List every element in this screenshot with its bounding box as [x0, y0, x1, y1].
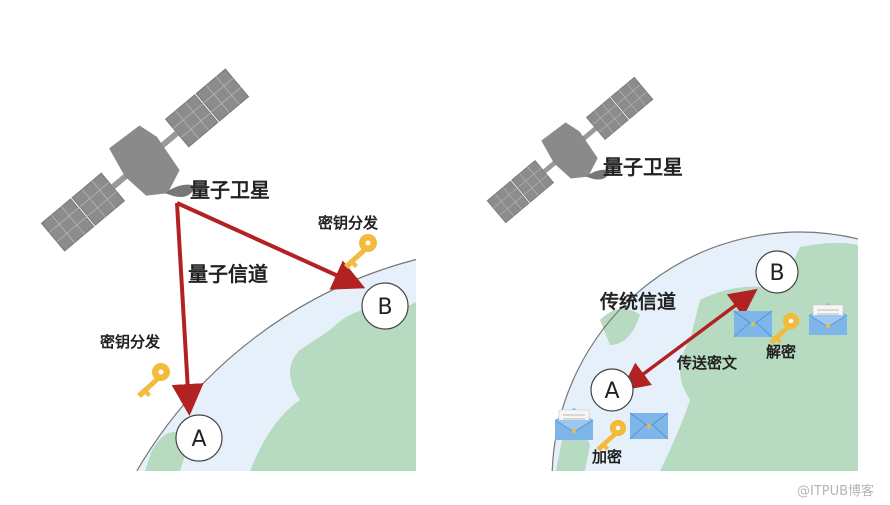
envelope-icon: [629, 412, 669, 440]
quantum-arrow-to-a: [171, 202, 204, 416]
key-icon: [344, 234, 377, 269]
right-panel: 量子卫星 传统信道 传送密文 A B 加密 解密: [479, 68, 859, 472]
open-envelope-icon: [808, 302, 848, 336]
quantum-channel-label: 量子信道: [188, 262, 268, 286]
key-distribution-label-b: 密钥分发: [318, 214, 379, 232]
decrypt-label: 解密: [766, 343, 796, 361]
node-b-right-label: B: [769, 261, 784, 286]
ciphertext-arrow: [621, 288, 758, 391]
node-a: [175, 414, 223, 462]
quantum-arrow-to-b: [176, 201, 366, 290]
transfer-ciphertext-label: 传送密文: [676, 354, 738, 372]
left-panel: 量子卫星 量子信道 密钥分发 密钥分发 A B: [32, 57, 417, 472]
encrypt-label: 加密: [591, 448, 622, 466]
key-icon: [137, 363, 170, 398]
satellite-label-right: 量子卫星: [603, 155, 683, 179]
envelope-icon: [733, 310, 773, 338]
watermark: @ITPUB博客: [797, 483, 874, 499]
node-b-label: B: [377, 295, 392, 320]
key-distribution-label-a: 密钥分发: [100, 333, 161, 351]
node-b-right: [755, 250, 799, 294]
open-envelope-icon: [554, 407, 594, 441]
satellite-label: 量子卫星: [190, 178, 270, 202]
node-b: [361, 282, 409, 330]
node-a-right-label: A: [604, 379, 619, 404]
classical-channel-label: 传统信道: [599, 290, 676, 313]
node-a-right: [590, 368, 634, 412]
satellite-icon: [32, 57, 273, 280]
node-a-label: A: [191, 427, 206, 452]
earth-right: [551, 231, 859, 472]
